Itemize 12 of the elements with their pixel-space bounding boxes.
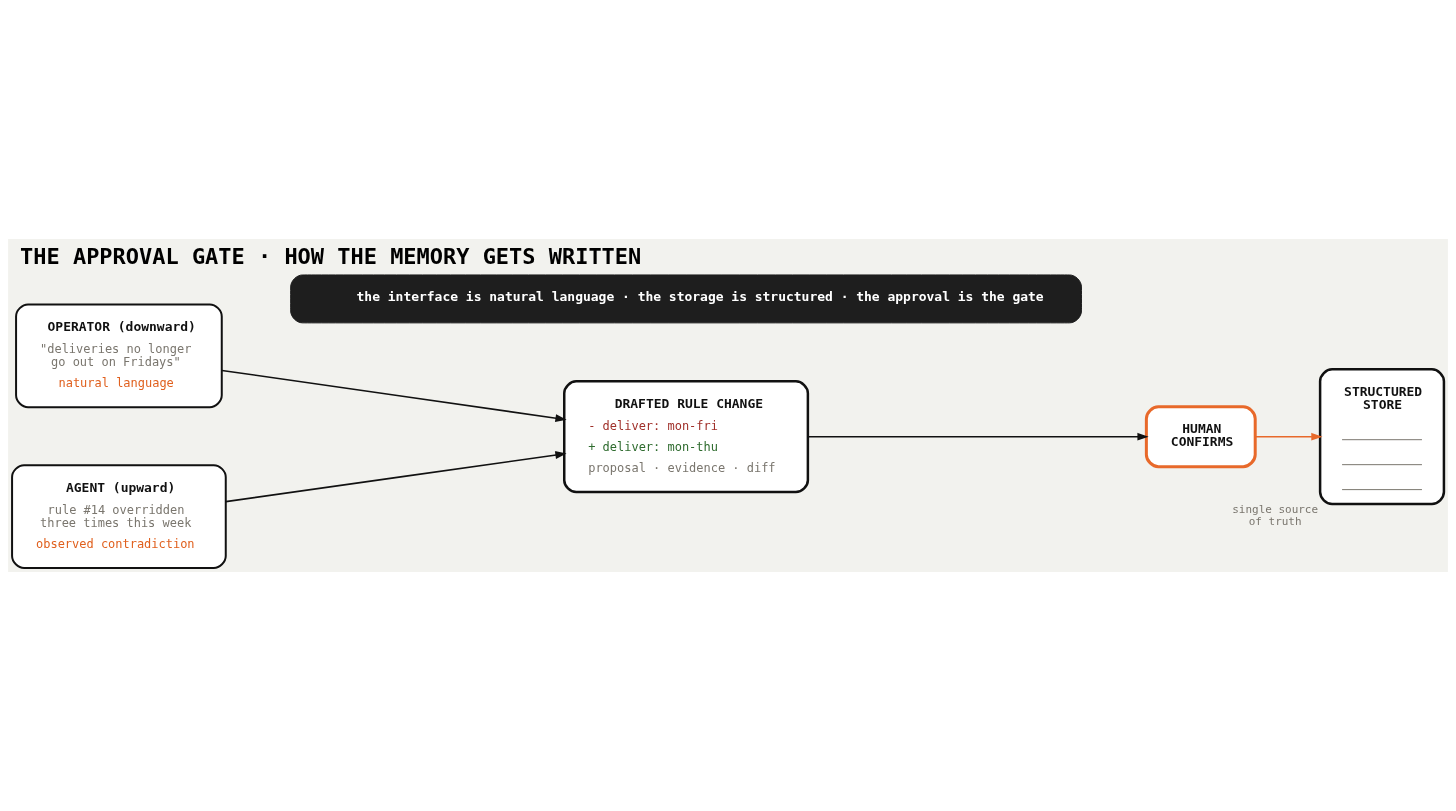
node-box: DRAFTED RULE CHANGE - deliver: mon-fri + deliver: mon-thu proposal · evidence · diff [563,380,810,494]
diagram-title: THE APPROVAL GATE · HOW THE MEMORY GETS WRITTEN [20,243,642,269]
node-box: OPERATOR (downward) "deliveries no longer go out on Fridays" natural language [15,303,223,409]
arrow [1254,432,1323,441]
arrow [221,369,567,423]
node-box: AGENT (upward) rule #14 overridden three times this week observed contradiction [11,464,227,569]
node-label: single source of truth [1232,502,1319,528]
arrow [807,432,1149,441]
node-box: the interface is natural language · the storage is structured · the approval is the gate [290,274,1082,324]
node-box: HUMAN CONFIRMS [1144,405,1257,469]
node-box: STRUCTURED STORE [1318,368,1446,506]
arrow [225,451,567,503]
